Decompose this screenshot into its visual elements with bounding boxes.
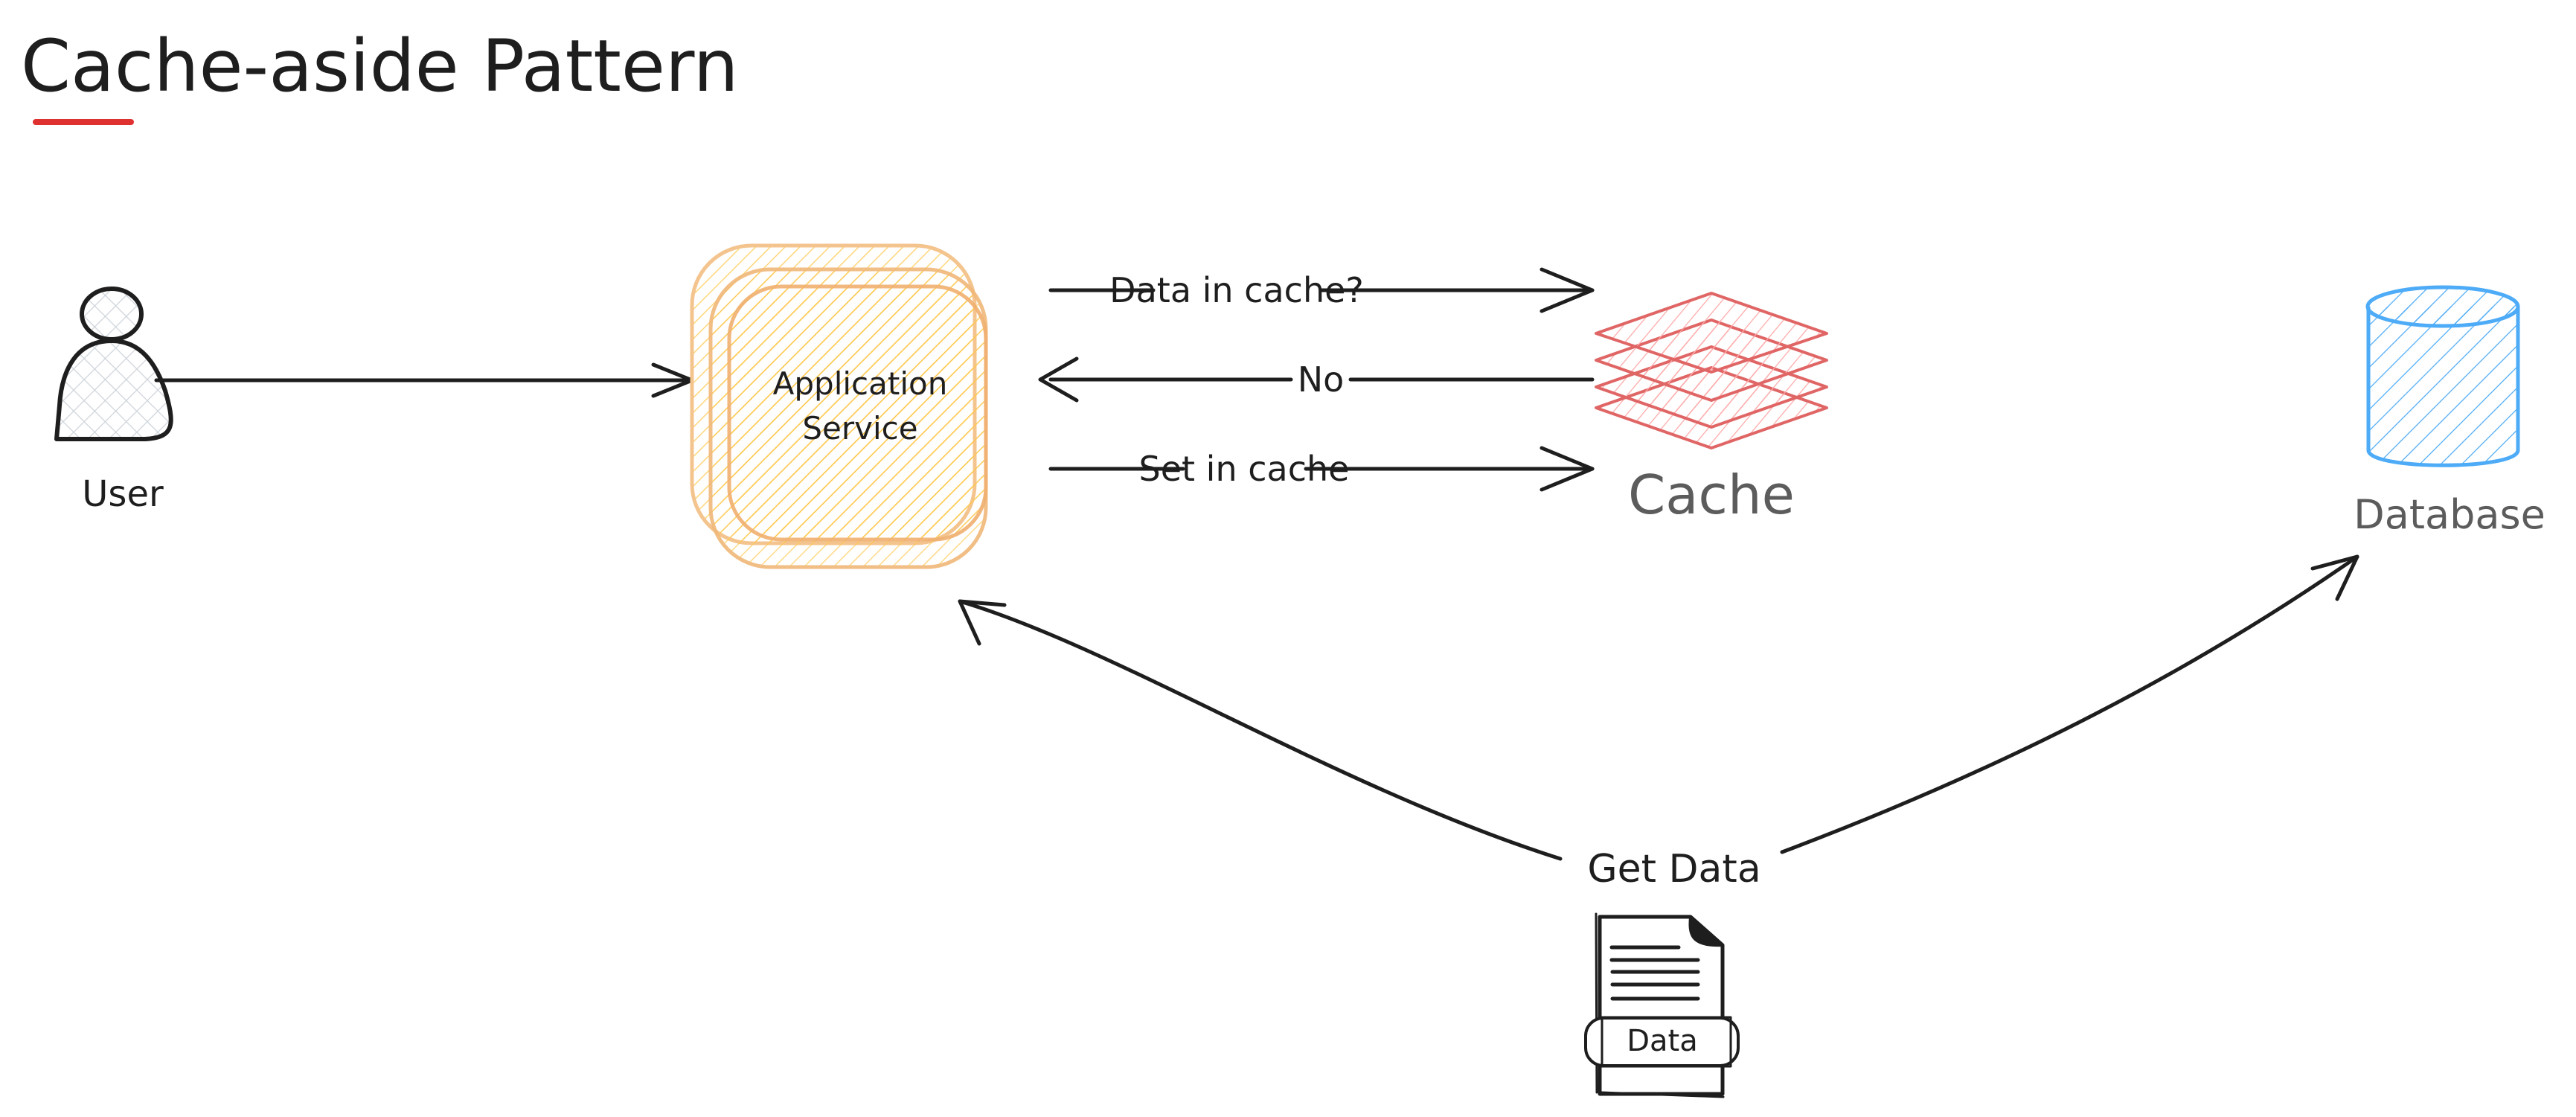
- app-service-node[interactable]: Application Service: [690, 243, 988, 569]
- user-label: User: [82, 473, 164, 515]
- user-node[interactable]: User: [54, 287, 173, 515]
- edge-label-get-data: Get Data: [1587, 847, 1760, 892]
- database-node[interactable]: Database: [2354, 285, 2545, 538]
- app-service-label-line2: Service: [802, 410, 917, 447]
- document-node[interactable]: Data: [1584, 912, 1740, 1098]
- arrow-user-to-app[interactable]: [154, 362, 694, 398]
- cache-label: Cache: [1628, 464, 1795, 526]
- title-group: Cache-aside Pattern: [21, 25, 739, 125]
- app-service-label-line1: Application: [773, 365, 948, 402]
- cache-node[interactable]: Cache: [1595, 292, 1828, 526]
- arrow-get-data-to-app[interactable]: [958, 599, 1563, 861]
- edge-label-no: No: [1298, 359, 1345, 400]
- arrow-data-in-cache[interactable]: Data in cache?: [1048, 267, 1595, 313]
- edge-label-set-in-cache: Set in cache: [1139, 449, 1350, 489]
- arrow-cache-miss[interactable]: No: [1038, 356, 1595, 403]
- user-icon: [54, 287, 173, 441]
- edge-label-data-in-cache: Data in cache?: [1109, 270, 1364, 310]
- document-icon: [1584, 912, 1740, 1098]
- arrow-get-data-to-database[interactable]: [1780, 554, 2359, 854]
- cylinder-icon: [2365, 285, 2520, 467]
- page-title: Cache-aside Pattern: [21, 25, 739, 108]
- document-label: Data: [1627, 1024, 1698, 1058]
- stacked-box-icon: [690, 243, 988, 569]
- stacked-layers-icon: [1595, 292, 1828, 449]
- arrow-set-in-cache[interactable]: Set in cache: [1048, 446, 1595, 492]
- database-label: Database: [2354, 491, 2545, 538]
